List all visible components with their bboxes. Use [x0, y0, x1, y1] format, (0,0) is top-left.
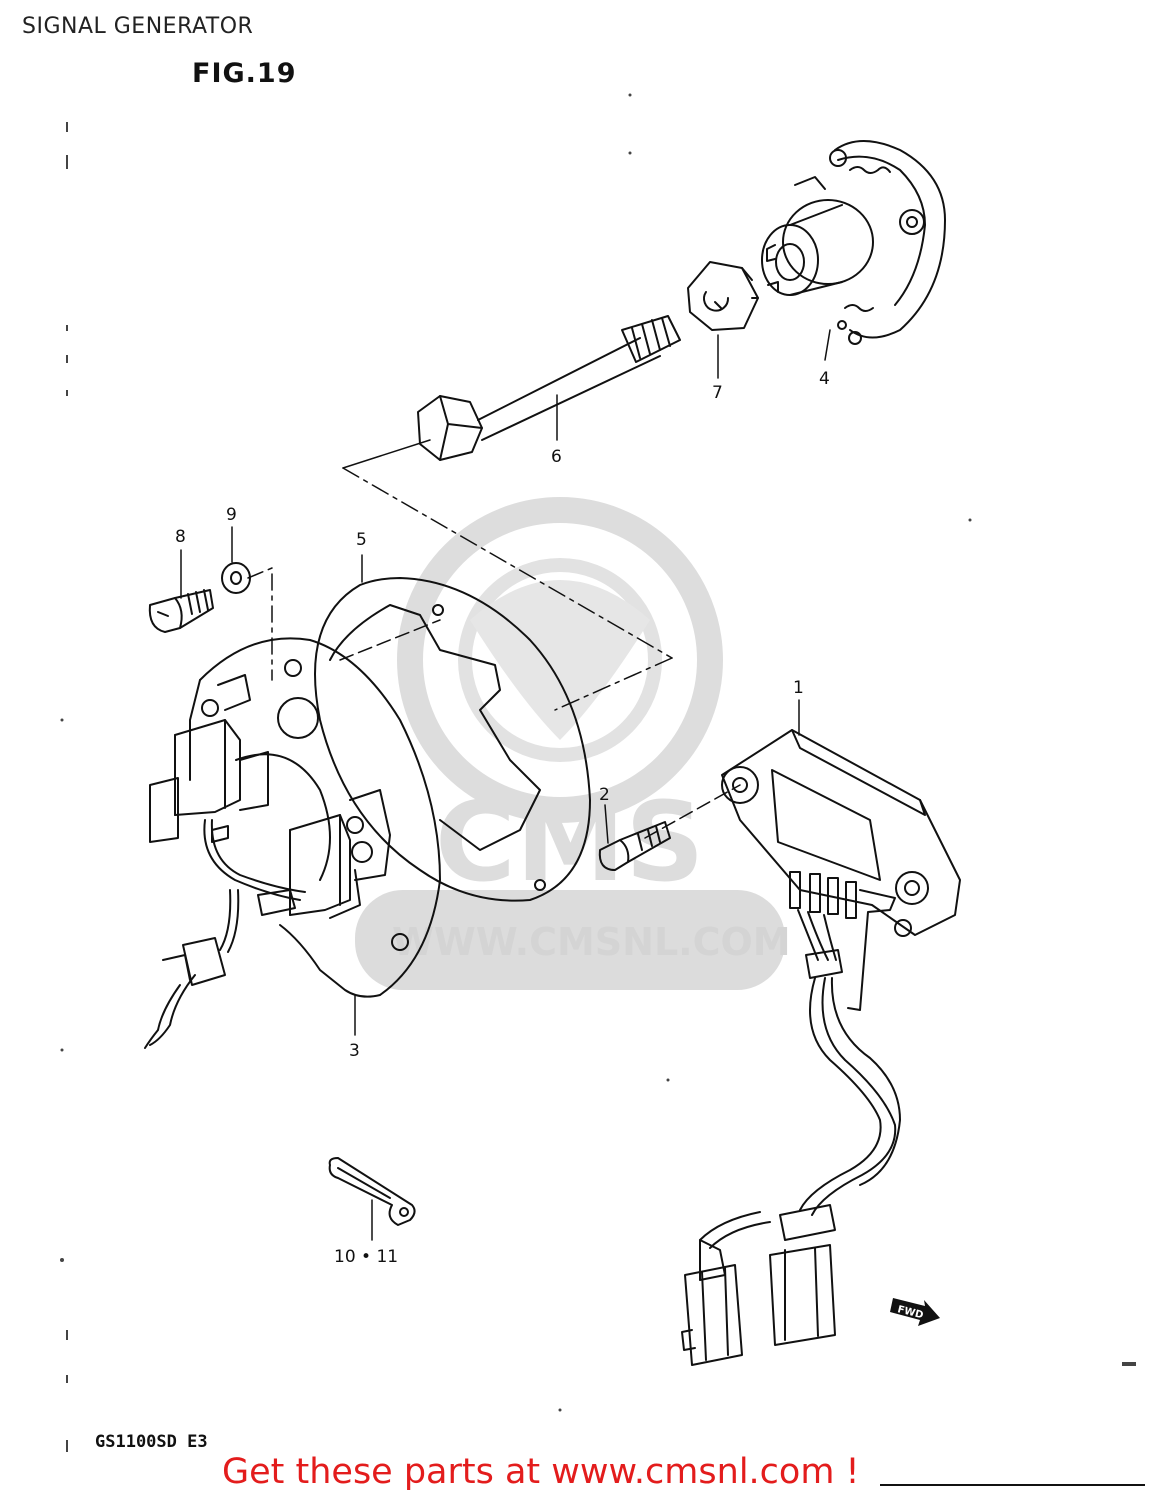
callout-3: 3 — [349, 1041, 360, 1061]
part-10-11-clamp — [328, 1157, 416, 1226]
footer-rule — [880, 1484, 1145, 1486]
part-3-base-plate — [144, 637, 441, 1049]
callout-10-11: 10 • 11 — [334, 1247, 398, 1267]
callout-2: 2 — [599, 785, 610, 805]
part-2-screw — [598, 821, 671, 871]
figure-label: FIG.19 — [192, 58, 297, 89]
callout-7: 7 — [712, 383, 723, 403]
parts-link[interactable]: Get these parts at www.cmsnl.com ! — [222, 1452, 860, 1492]
scan-marks — [60, 93, 1136, 1452]
part-7-nut — [687, 261, 759, 331]
part-1-igniter — [681, 729, 961, 1366]
part-8-screw — [148, 589, 214, 633]
watermark: CMS WWW.CMSNL.COM — [355, 497, 791, 990]
model-code: GS1100SD E3 — [95, 1432, 208, 1452]
part-5-plate — [314, 577, 591, 902]
part-9-washer — [221, 562, 251, 594]
forward-arrow-icon: FWD — [890, 1298, 940, 1326]
callout-8: 8 — [175, 527, 186, 547]
callout-4: 4 — [819, 369, 830, 389]
watermark-url: WWW.CMSNL.COM — [392, 920, 791, 964]
callout-5: 5 — [356, 530, 367, 550]
part-4-advancer — [761, 140, 946, 345]
callout-9: 9 — [226, 505, 237, 525]
callout-1: 1 — [793, 678, 804, 698]
part-6-bolt — [417, 315, 681, 461]
callout-6: 6 — [551, 447, 562, 467]
leader-lines — [180, 329, 831, 1241]
page-title: SIGNAL GENERATOR — [22, 14, 254, 39]
